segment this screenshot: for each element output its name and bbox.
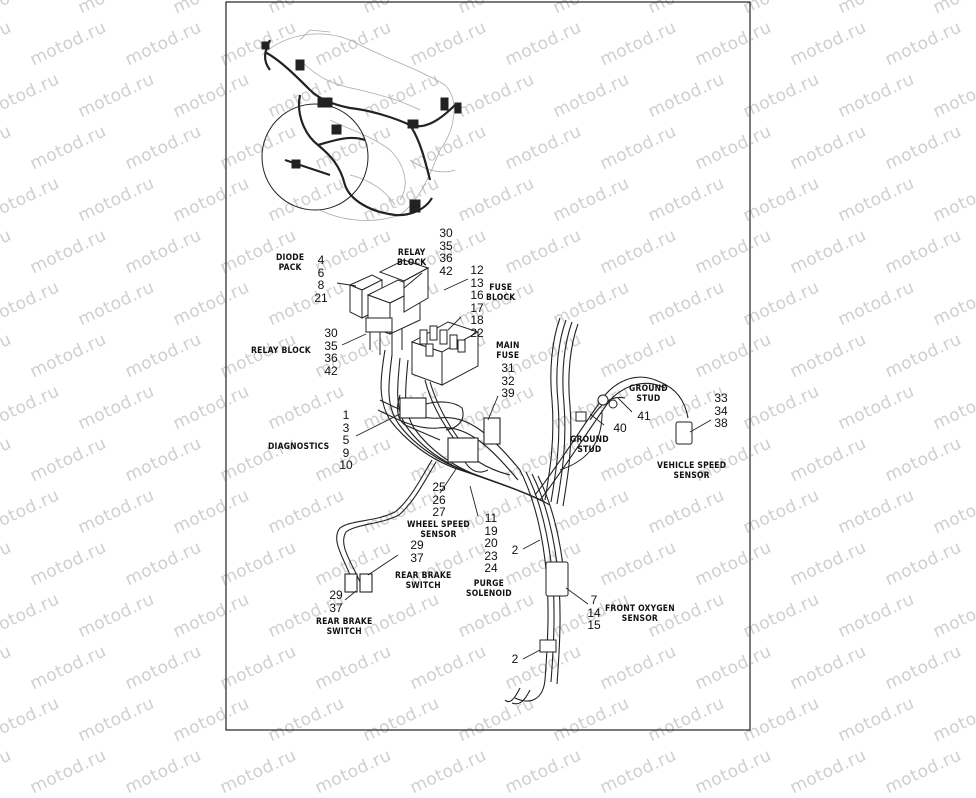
callout-number: 23 <box>484 548 498 563</box>
callout-number: 41 <box>637 409 651 423</box>
callout-number: 25 <box>432 480 446 494</box>
callout-number: 15 <box>587 618 601 633</box>
callout-number: 32 <box>501 373 515 388</box>
callout-number: 6 <box>317 265 325 280</box>
watermark-text: motod.ru <box>882 745 965 798</box>
watermark-text: motod.ru <box>597 745 680 798</box>
fuse-block-assembly <box>410 321 480 386</box>
callout-number: 33 <box>714 391 728 405</box>
wiring-diagram <box>225 1 751 731</box>
callout-number: 17 <box>470 300 484 315</box>
callout-number: 19 <box>484 523 498 538</box>
watermark-text: motod.ru <box>122 745 205 798</box>
watermark-text: motod.ru <box>27 745 110 798</box>
callout-number: 42 <box>439 263 453 278</box>
callout-ground-stud-right: 41 <box>634 410 654 423</box>
watermark-text: motod.ru <box>217 745 300 798</box>
watermark-text: motod.ru <box>502 745 585 798</box>
callout-number: 21 <box>314 290 328 305</box>
callout-number: 34 <box>714 403 728 418</box>
callout-number: 7 <box>590 593 598 607</box>
callout-number: 40 <box>613 421 627 435</box>
callout-number: 11 <box>484 511 498 525</box>
callout-harness-upper: 2 <box>508 544 522 557</box>
callout-number: 12 <box>470 263 484 277</box>
page-frame <box>225 1 751 731</box>
callout-number: 9 <box>342 445 350 460</box>
callout-number: 4 <box>317 253 325 267</box>
callout-harness-lower: 2 <box>508 653 522 666</box>
callout-number: 2 <box>511 543 519 557</box>
callout-number: 29 <box>410 538 424 552</box>
callout-number: 1 <box>342 408 350 422</box>
callout-number: 29 <box>329 588 343 602</box>
watermark-text: motod.ru <box>692 745 775 798</box>
callout-number: 8 <box>317 278 325 293</box>
callout-number: 42 <box>324 363 338 378</box>
callout-number: 18 <box>470 313 484 328</box>
callout-number: 30 <box>324 326 338 340</box>
watermark-text: motod.ru <box>312 745 395 798</box>
callout-number: 2 <box>511 652 519 666</box>
callout-number: 31 <box>501 361 515 375</box>
callout-number: 35 <box>324 338 338 353</box>
callout-number: 36 <box>324 351 338 366</box>
watermark-text: motod.ru <box>787 745 870 798</box>
leader-lines <box>336 272 712 660</box>
callout-number: 13 <box>470 275 484 290</box>
callout-number: 10 <box>339 458 353 473</box>
callout-number: 16 <box>470 288 484 303</box>
motorcycle-overview <box>261 29 462 221</box>
callout-number: 30 <box>439 226 453 240</box>
callout-number: 14 <box>587 605 601 620</box>
callout-number: 37 <box>329 600 343 615</box>
watermark-text: motod.ru <box>407 745 490 798</box>
callout-number: 5 <box>342 433 350 448</box>
callout-number: 39 <box>501 386 515 401</box>
label-diagnostics: DIAGNOSTICS <box>268 442 330 452</box>
callout-number: 22 <box>470 325 484 340</box>
label-relay-block-left: RELAY BLOCK <box>251 346 311 356</box>
callout-number: 24 <box>484 561 498 576</box>
callout-number: 3 <box>342 420 350 435</box>
callout-number: 20 <box>484 536 498 551</box>
sensor-components <box>539 394 693 653</box>
relay-block-assembly <box>348 259 430 356</box>
callout-number: 35 <box>439 238 453 253</box>
watermark-text: motod.ru <box>0 745 15 798</box>
callout-number: 36 <box>439 251 453 266</box>
callout-number: 26 <box>432 492 446 507</box>
left-branch-wiring <box>336 394 501 593</box>
callout-ground-stud-mid: 40 <box>610 422 630 435</box>
callout-number: 27 <box>432 505 446 520</box>
callout-number: 37 <box>410 550 424 565</box>
callout-number: 38 <box>714 416 728 431</box>
